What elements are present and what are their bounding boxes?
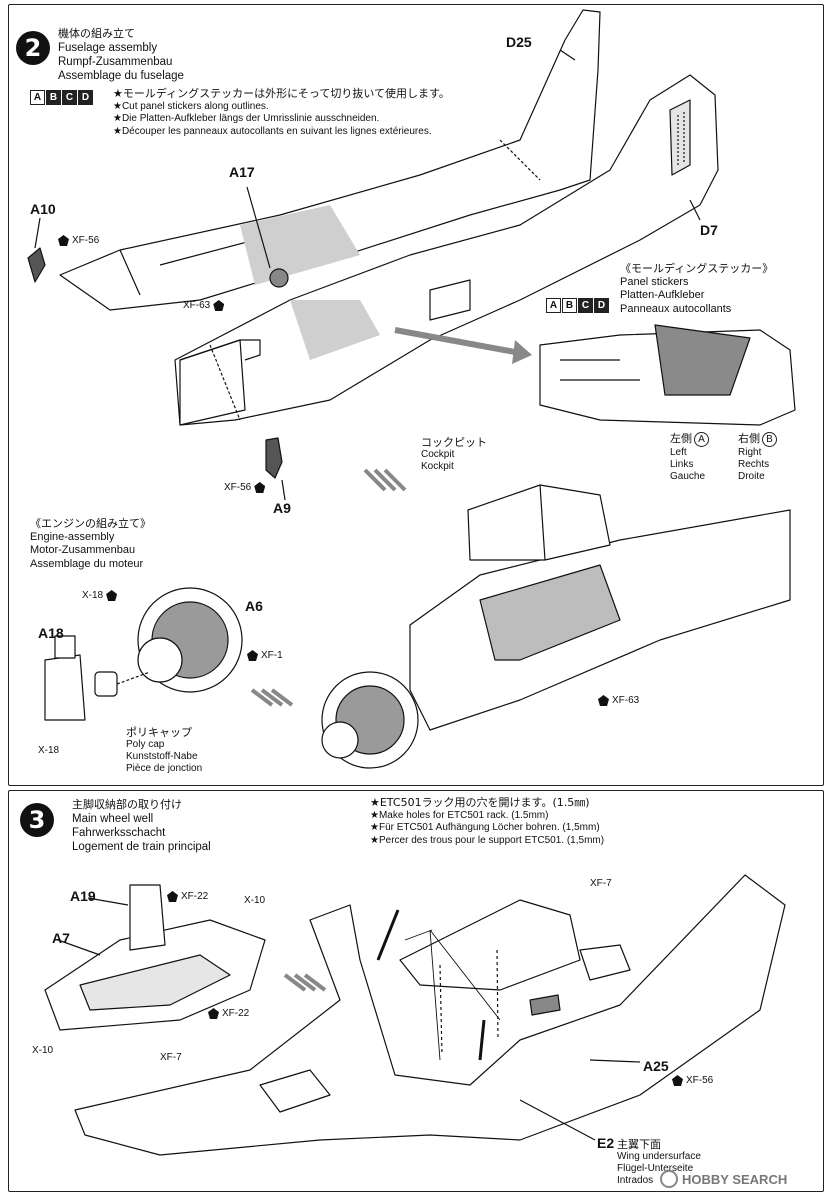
wing-center-insert	[399, 899, 581, 991]
label-a7: A7	[52, 930, 70, 946]
paint-xf7-left: XF-7	[160, 1052, 182, 1063]
poly-cap-label: ポリキャップ Poly cap Kunststoff-Nabe Pièce de…	[126, 726, 203, 775]
paint-dot-icon	[167, 891, 178, 902]
watermark: HOBBY SEARCH	[660, 1170, 787, 1188]
e2-label-text: 主翼下面 Wing undersurface Flügel-Unterseite…	[617, 1138, 701, 1187]
label-d25: D25	[506, 34, 532, 50]
paint-x18-engine: X-18	[82, 590, 118, 601]
paint-dot-icon	[247, 650, 258, 661]
sticker-panel-shaded	[654, 324, 751, 396]
paint-dot-icon	[598, 695, 609, 706]
step-3-number: 3	[20, 803, 54, 837]
label-a6: A6	[245, 598, 263, 614]
cockpit-label: コックピット Cockpit Kockpit	[421, 436, 487, 473]
paint-x10-b: X-10	[32, 1045, 54, 1056]
paint-xf63-cockpit: XF-63	[598, 695, 639, 706]
paint-dot-icon	[254, 482, 266, 493]
paint-dot-icon	[213, 300, 225, 311]
paint-dot-icon	[58, 235, 69, 246]
wing-lower	[74, 874, 786, 1156]
paint-xf63-top: XF-63	[183, 300, 225, 311]
label-a25: A25	[643, 1058, 669, 1074]
step-3-notes: ★ETC501ラック用の穴を開けます。(1.5㎜) ★Make holes fo…	[370, 796, 605, 846]
paint-xf56-top: XF-56	[58, 235, 99, 246]
step-2-number: 2	[16, 31, 50, 65]
part-a10-shape	[27, 247, 46, 283]
label-a18: A18	[38, 625, 64, 641]
paint-x10-a: X-10	[244, 895, 266, 906]
paint-x18-bottom: X-18	[38, 745, 60, 756]
step-3-panel	[8, 790, 824, 1192]
part-a18-shape	[44, 654, 86, 721]
part-a9-shape	[265, 437, 283, 479]
label-a17: A17	[229, 164, 255, 180]
panel-stickers-title: 《モールディングステッカー》 Panel stickers Platten-Au…	[620, 262, 774, 315]
label-e2: E2	[597, 1135, 615, 1151]
paint-xf7-right: XF-7	[590, 878, 612, 889]
part-a25-shape	[529, 994, 561, 1016]
step-2-panel	[8, 4, 824, 786]
paint-xf22-a: XF-22	[167, 891, 208, 902]
step-2-badges: A B C D	[30, 90, 93, 105]
panel-stickers-badges: A B C D	[546, 298, 609, 313]
instrument-panel	[467, 484, 611, 561]
d25-cockpit-shade	[240, 205, 360, 285]
paint-dot-icon	[106, 590, 118, 601]
step-2-notes: ★モールディングステッカーは外形にそって切り抜いて使用します。 ★Cut pan…	[113, 87, 450, 137]
paint-xf56-wing: XF-56	[672, 1075, 713, 1086]
hobby-search-logo-icon	[660, 1170, 678, 1188]
step-2-title: 機体の組み立て Fuselage assembly Rumpf-Zusammen…	[58, 27, 184, 82]
cockpit-floor-shade	[479, 564, 621, 661]
paint-xf22-b: XF-22	[208, 1008, 249, 1019]
label-a9: A9	[273, 500, 291, 516]
d7-cockpit-shade	[290, 300, 380, 360]
part-a19-shape	[129, 884, 166, 951]
label-a19: A19	[70, 888, 96, 904]
paint-xf1: XF-1	[247, 650, 283, 661]
poly-cap-shape	[94, 671, 118, 697]
paint-dot-icon	[672, 1075, 683, 1086]
step-3-title: 主脚収納部の取り付け Main wheel well Fahrwerksscha…	[72, 798, 211, 853]
engine-assembly-title: 《エンジンの組み立て》 Engine-assembly Motor-Zusamm…	[30, 517, 151, 570]
paint-xf56-bottom: XF-56	[224, 482, 266, 493]
paint-dot-icon	[208, 1008, 219, 1019]
label-d7: D7	[700, 222, 718, 238]
part-a17-shape	[269, 268, 289, 288]
label-a10: A10	[30, 201, 56, 217]
